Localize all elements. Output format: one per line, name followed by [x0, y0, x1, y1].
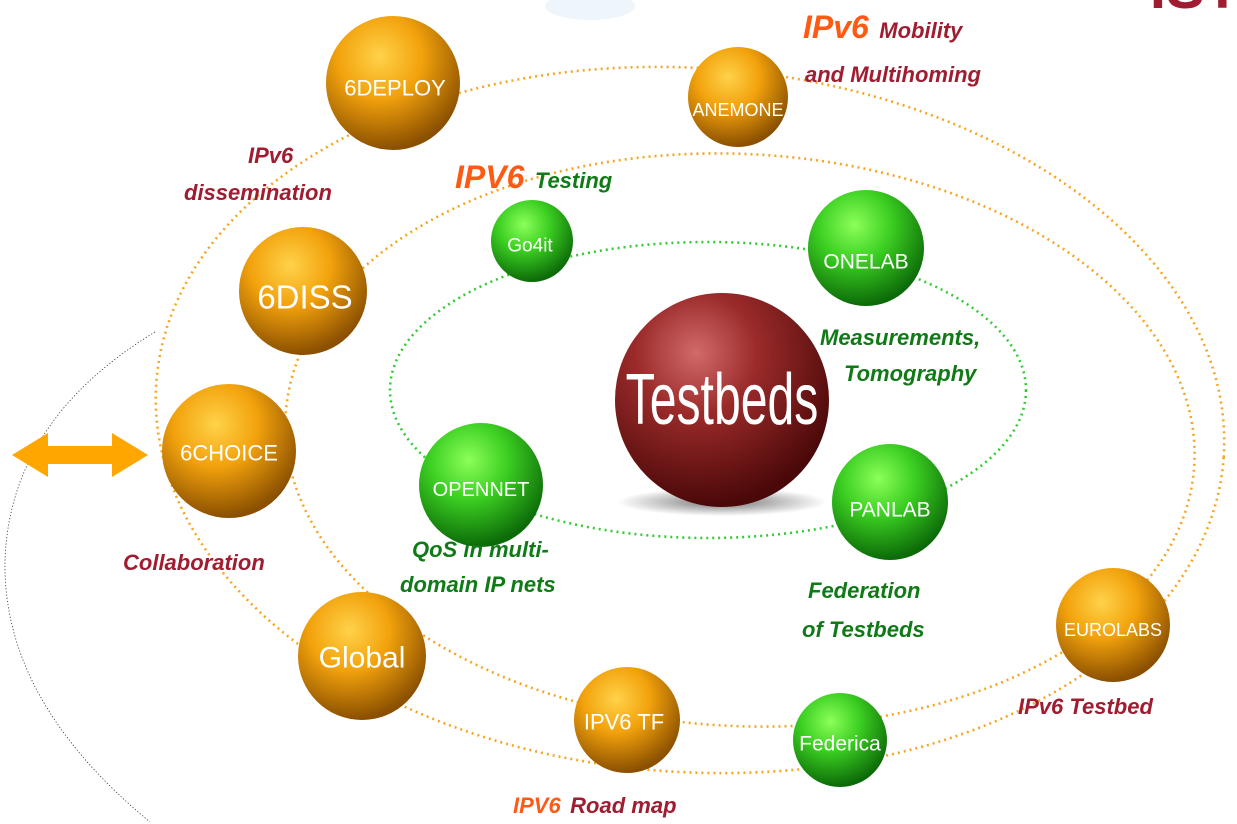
node-ipv6tf-label: IPV6 TF	[584, 710, 664, 735]
node-ipv6tf: IPV6 TF	[574, 667, 680, 773]
node-federica-label: Federica	[799, 733, 881, 756]
node-anemone-label: ANEMONE	[692, 100, 783, 120]
label-testing: IPV6 Testing	[455, 159, 613, 195]
double-arrow-icon	[12, 433, 148, 477]
label-dissemination-line2: dissemination	[184, 180, 332, 205]
node-global-label: Global	[319, 642, 406, 675]
node-go4it-label: Go4it	[507, 236, 553, 257]
node-global: Global	[298, 592, 426, 720]
node-6diss: 6DISS	[239, 227, 367, 355]
label-federation-line2: of Testbeds	[802, 617, 925, 642]
green-ring	[388, 240, 1028, 540]
node-6diss-label: 6DISS	[257, 279, 352, 316]
node-federica: Federica	[793, 693, 887, 787]
label-dissemination-line1: IPv6	[248, 143, 294, 168]
label-roadmap: IPV6 Road map	[513, 793, 677, 818]
label-qos-line1: QoS in multi-	[412, 537, 549, 562]
node-6choice-label: 6CHOICE	[180, 441, 278, 466]
node-opennet: OPENNET	[419, 423, 543, 547]
label-federation-line1: Federation	[808, 578, 920, 603]
corner-text: IST	[1150, 0, 1237, 21]
center-ball	[615, 293, 829, 507]
node-6choice: 6CHOICE	[162, 384, 296, 518]
node-onelab: ONELAB	[808, 190, 924, 306]
orange-ring-inner	[284, 152, 1196, 728]
node-opennet-label: OPENNET	[433, 479, 530, 501]
node-go4it: Go4it	[491, 200, 573, 282]
node-panlab-label: PANLAB	[849, 499, 930, 522]
outer-arc	[4, 331, 156, 823]
label-measurements-line1: Measurements,	[820, 325, 980, 350]
node-eurolabs-label: EUROLABS	[1064, 620, 1162, 640]
label-collaboration: Collaboration	[123, 550, 265, 575]
label-qos-line2: domain IP nets	[400, 572, 556, 597]
orange-ring-outer	[154, 65, 1226, 775]
node-onelab-label: ONELAB	[823, 251, 908, 274]
node-anemone: ANEMONE	[688, 47, 788, 147]
node-eurolabs: EUROLABS	[1056, 568, 1170, 682]
node-6deploy: 6DEPLOY	[326, 16, 460, 150]
label-mobility-line1: IPv6 Mobility	[803, 9, 964, 45]
label-measurements-line2: Tomography	[844, 361, 978, 386]
node-panlab: PANLAB	[832, 444, 948, 560]
node-6deploy-label: 6DEPLOY	[344, 76, 446, 101]
label-mobility-line2: and Multihoming	[805, 62, 982, 87]
background-blob	[545, 0, 635, 20]
label-ipv6-testbed: IPv6 Testbed	[1018, 694, 1153, 719]
center-ball-label: Testbeds	[626, 359, 819, 440]
